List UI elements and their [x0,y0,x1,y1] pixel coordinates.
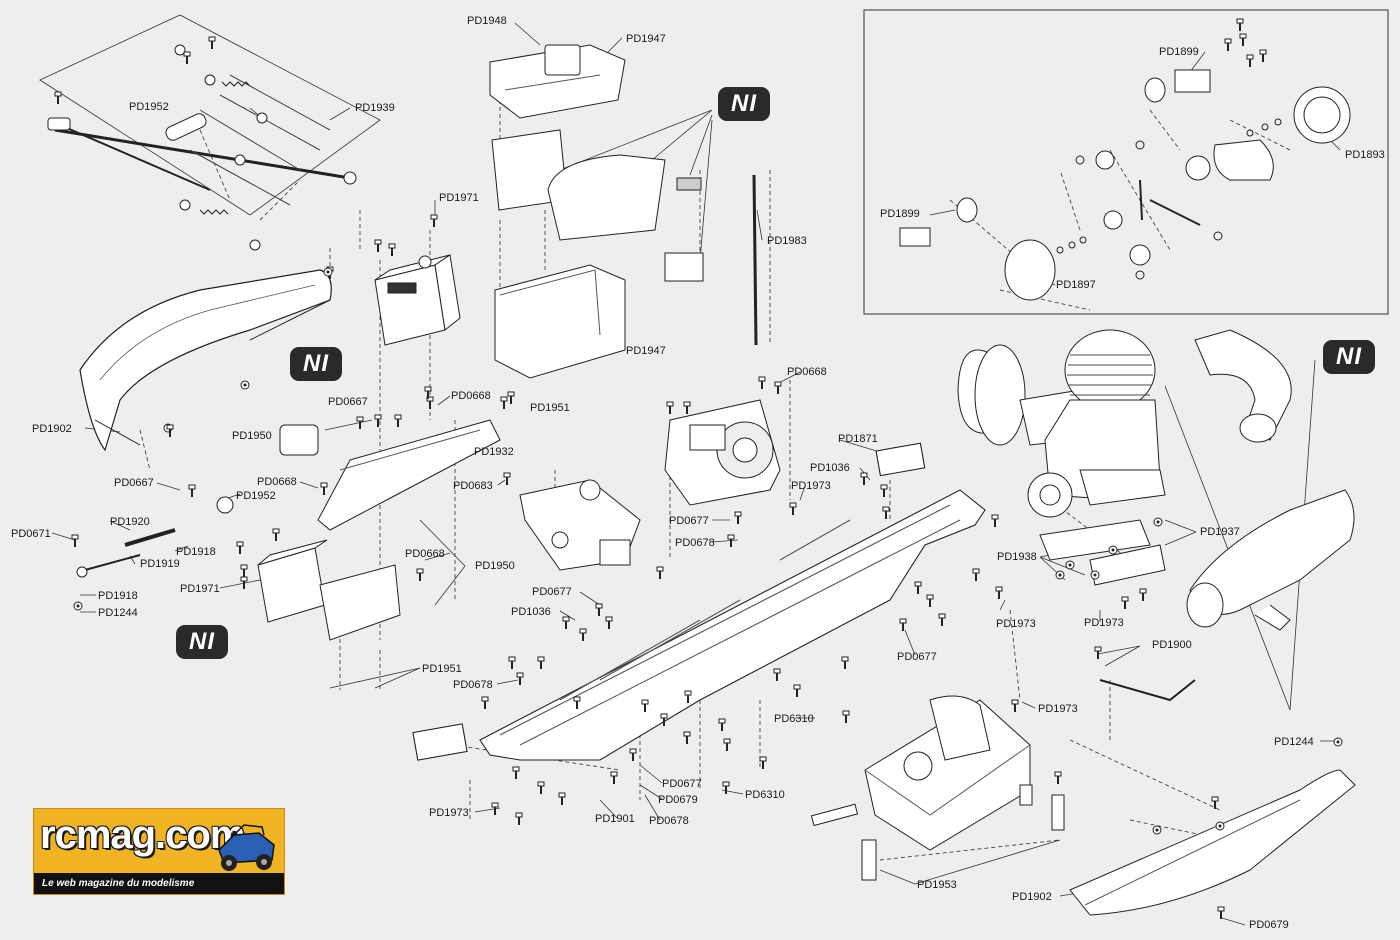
callout-pd1973-mid: PD1973 [1084,617,1124,629]
steering-servo-low [76,496,401,641]
callout-pd1919: PD1919 [140,558,180,570]
ni-badge-engine: NI [1323,340,1375,374]
ni-badge-steering-servo: NI [176,625,228,659]
callout-pd1951-low: PD1951 [422,663,462,675]
callout-pd0678-bot: PD0678 [649,815,689,827]
callout-pd1918-a: PD1918 [176,546,216,558]
fuel-tank [810,695,1065,881]
rc-car-icon [218,824,275,871]
callout-pd1899-top: PD1899 [1159,46,1199,58]
callout-pd1973-eng: PD1973 [1038,703,1078,715]
callout-pd0667-servo: PD0667 [114,477,154,489]
callout-pd1953: PD1953 [917,879,957,891]
callout-pd1937: PD1937 [1200,526,1240,538]
callout-pd1971-low: PD1971 [180,583,220,595]
callout-pd0678-mid: PD0678 [675,537,715,549]
callout-pd1893: PD1893 [1345,149,1385,161]
throttle-servo-top [374,254,461,346]
logo-tagline: Le web magazine du modelisme [34,873,284,894]
exhaust [1186,329,1355,631]
diff-inset [863,9,1389,315]
callout-pd1902-left: PD1902 [32,423,72,435]
callout-pd1036-top: PD1036 [810,462,850,474]
callout-pd0671: PD0671 [11,528,51,540]
callout-pd0677-bot: PD0677 [662,778,702,790]
ni-badge-servo: NI [290,347,342,381]
rear-bumper [1069,679,1356,916]
front-bumper [79,269,332,452]
callout-pd1939: PD1939 [355,102,395,114]
callout-pd1932: PD1932 [474,446,514,458]
callout-pd1901: PD1901 [595,813,635,825]
callout-pd1918-b: PD1918 [98,590,138,602]
callout-pd1900: PD1900 [1152,639,1192,651]
callout-pd1950-low: PD1950 [475,560,515,572]
callout-pd1948: PD1948 [467,15,507,27]
callout-pd0668-servo: PD0668 [257,476,297,488]
callout-pd1952-top: PD1952 [129,101,169,113]
steering-assembly [39,14,381,251]
center-diff [664,399,781,506]
callout-pd1947-top: PD1947 [626,33,666,45]
callout-pd1971-top: PD1971 [439,192,479,204]
callout-pd1973-right: PD1973 [996,618,1036,630]
callout-pd1950-left: PD1950 [232,430,272,442]
callout-pd1983: PD1983 [767,235,807,247]
callout-pd1973-top: PD1973 [791,480,831,492]
radio-plate [279,419,501,531]
callout-pd0668-engine: PD0668 [787,366,827,378]
main-chassis [412,442,986,761]
callout-pd0678-low: PD0678 [453,679,493,691]
callout-pd6310-a: PD6310 [774,713,814,725]
logo-wordmark: rcmag.com [40,813,245,857]
throttle-linkage [519,479,641,571]
engine [957,329,1166,518]
callout-pd0679-bot: PD0679 [658,794,698,806]
leader-lines [51,22,1341,926]
callout-pd0683: PD0683 [453,480,493,492]
callout-pd1871: PD1871 [838,433,878,445]
ni-badge-radio: NI [718,87,770,121]
callout-pd1899-left: PD1899 [880,208,920,220]
callout-pd0677-mid: PD0677 [669,515,709,527]
callout-pd1952-mid: PD1952 [236,490,276,502]
callout-pd1902-right: PD1902 [1012,891,1052,903]
callout-pd6310-b: PD6310 [745,789,785,801]
callout-pd1897: PD1897 [1056,279,1096,291]
radio-box [489,44,758,379]
callout-pd1947-mid: PD1947 [626,345,666,357]
callout-pd1938: PD1938 [997,551,1037,563]
callout-pd1951-top: PD1951 [530,402,570,414]
callout-pd1244-right: PD1244 [1274,736,1314,748]
callout-pd0668-plate: PD0668 [451,390,491,402]
callout-pd1036-low: PD1036 [511,606,551,618]
callout-pd0677-right: PD0677 [897,651,937,663]
callout-pd0668-low: PD0668 [405,548,445,560]
callout-pd0667-left: PD0667 [328,396,368,408]
callout-pd1973-bot: PD1973 [429,807,469,819]
callout-pd1920: PD1920 [110,516,150,528]
rcmag-logo[interactable]: rcmag.com Le web magazine du modelisme [33,808,285,895]
callout-pd1244-left: PD1244 [98,607,138,619]
callout-pd0677-low: PD0677 [532,586,572,598]
callout-pd0679-right: PD0679 [1249,919,1289,931]
